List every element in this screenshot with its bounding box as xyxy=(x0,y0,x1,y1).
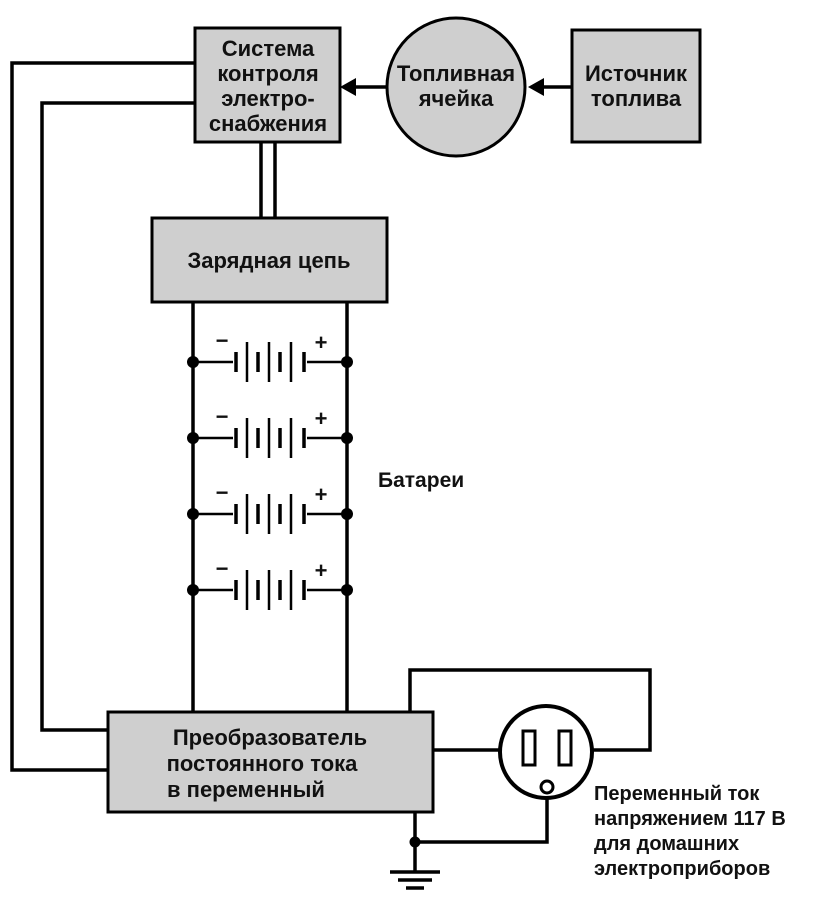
battery-node-left xyxy=(187,584,199,596)
inverter-line-1: Преобразователь xyxy=(173,725,367,750)
battery-bank: −+−+−+−+ xyxy=(187,328,353,610)
battery-node-left xyxy=(187,432,199,444)
power-control-line-3: электро- xyxy=(221,86,315,111)
battery-node-left xyxy=(187,356,199,368)
outlet-ground-wire xyxy=(415,795,549,844)
fuel-source-block: Источник топлива xyxy=(570,28,702,144)
ac-output-line-4: электроприборов xyxy=(594,858,770,880)
inverter-line-2: постоянного тока xyxy=(167,751,359,776)
charging-circuit-label: Зарядная цепь xyxy=(187,248,350,273)
charging-circuit-block: Зарядная цепь xyxy=(150,216,389,304)
arrow-head-control xyxy=(340,78,356,96)
power-control-line-2: контроля xyxy=(217,61,318,86)
battery-positive-sign: + xyxy=(315,558,328,583)
battery-negative-sign: − xyxy=(216,556,229,581)
ac-output-line-2: напряжением 117 В xyxy=(594,808,786,830)
battery-cell: −+ xyxy=(187,556,353,610)
battery-cell: −+ xyxy=(187,404,353,458)
power-control-block: Система контроля электро- снабжения xyxy=(193,26,342,144)
fuel-cell-line-2: ячейка xyxy=(418,86,494,111)
battery-positive-sign: + xyxy=(315,406,328,431)
power-control-line-4: снабжения xyxy=(209,111,327,136)
ac-outlet-icon xyxy=(498,704,594,800)
arrow-head-fuel-cell xyxy=(528,78,544,96)
outer-feedback-wire xyxy=(10,61,195,772)
battery-positive-sign: + xyxy=(315,330,328,355)
battery-node-left xyxy=(187,508,199,520)
batteries-label: Батареи xyxy=(378,469,464,492)
power-control-line-1: Система xyxy=(222,36,315,61)
inner-feedback-wire xyxy=(40,101,195,732)
battery-node-right xyxy=(341,356,353,368)
ac-output-line-3: для домашних xyxy=(594,833,739,855)
battery-negative-sign: − xyxy=(216,404,229,429)
battery-node-right xyxy=(341,508,353,520)
ac-output-line-1: Переменный ток xyxy=(594,783,760,805)
fuel-cell-block: Топливная ячейка xyxy=(385,16,527,158)
battery-negative-sign: − xyxy=(216,328,229,353)
ground-node xyxy=(409,836,421,848)
battery-node-right xyxy=(341,584,353,596)
fuel-cell-line-1: Топливная xyxy=(397,61,515,86)
inverter-block: Преобразователь постоянного тока в перем… xyxy=(106,710,435,814)
fuel-source-line-2: топлива xyxy=(591,86,682,111)
battery-cell: −+ xyxy=(187,328,353,382)
inverter-line-3: в переменный xyxy=(167,777,325,802)
battery-node-right xyxy=(341,432,353,444)
outlet-return-wire xyxy=(408,668,652,752)
fuel-source-line-1: Источник xyxy=(585,61,688,86)
battery-cell: −+ xyxy=(187,480,353,534)
battery-positive-sign: + xyxy=(315,482,328,507)
battery-negative-sign: − xyxy=(216,480,229,505)
